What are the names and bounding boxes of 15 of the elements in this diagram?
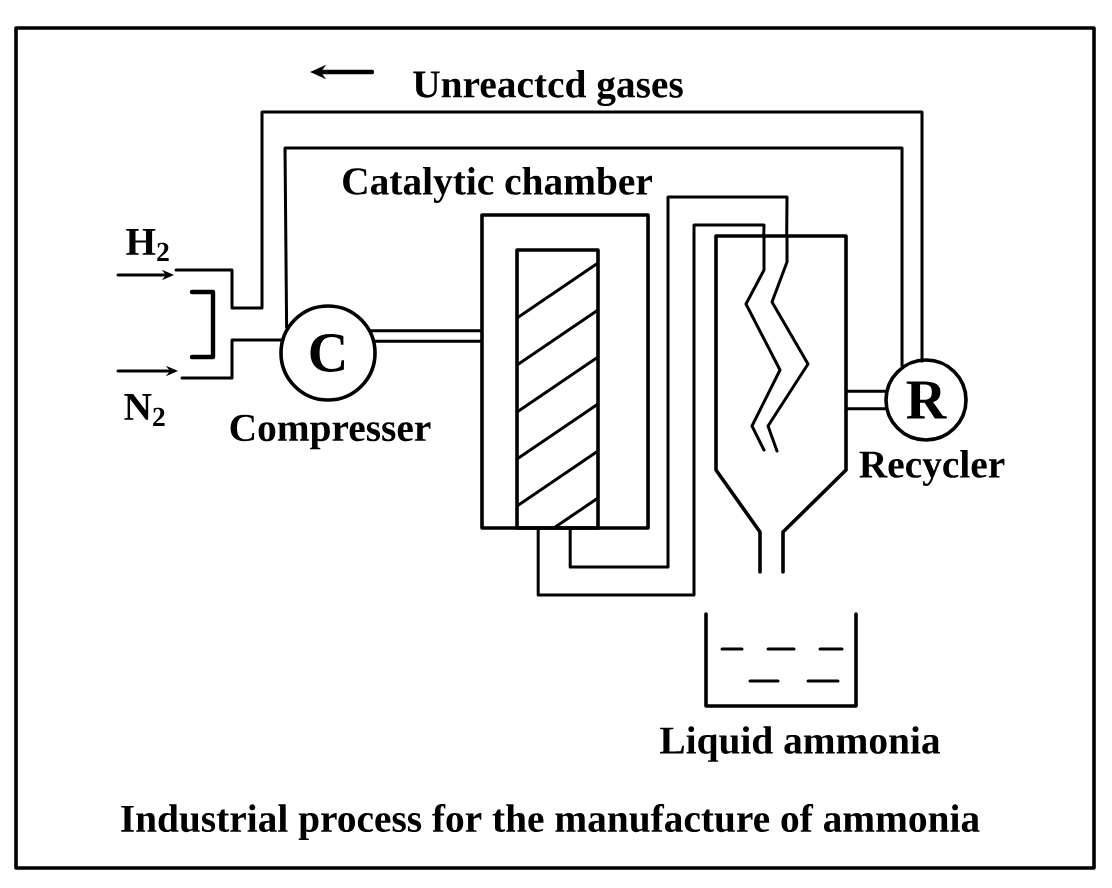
chamber-label: Catalytic chamber	[343, 167, 652, 203]
pipe-line	[370, 329, 482, 343]
beaker	[704, 612, 858, 708]
equipment-label: Recycler	[859, 450, 1005, 486]
pipe-line	[844, 389, 887, 411]
condenser-vessel	[714, 234, 848, 574]
equipment-label: Compresser	[230, 414, 431, 450]
caption: Industrial process for the manufacture of ammonia	[121, 803, 980, 841]
product-label: Liquid ammonia	[660, 726, 940, 762]
edge-label: Unreactcd gases	[413, 70, 683, 106]
gas-label: H$_{2}$	[126, 229, 169, 261]
gas-label: N$_{2}$	[124, 394, 165, 426]
pipe-line	[283, 146, 904, 368]
pipe-line	[568, 195, 789, 569]
pipe-line	[536, 223, 766, 597]
